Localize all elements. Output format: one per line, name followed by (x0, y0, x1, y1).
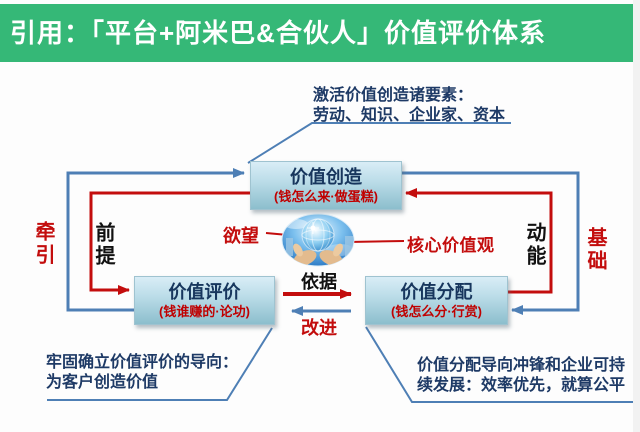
box-value-distribution: 价值分配 (钱怎么分·行赏) (365, 276, 508, 325)
annotation-bottom-right-line2: 续发展：效率优先，就算公平 (417, 377, 626, 394)
box-value-creation-subtitle: (钱怎么来·做蛋糕) (274, 188, 378, 204)
label-premise: 前提 (92, 222, 114, 268)
callout-bottom-left-line (47, 327, 273, 401)
box-value-distribution-subtitle: (钱怎么分·行赏) (391, 303, 482, 319)
label-core-values: 核心价值观 (407, 236, 495, 255)
globe-icon (281, 213, 355, 267)
annotation-top-line1: 激活价值创造诸要素： (313, 87, 474, 104)
box-value-distribution-title: 价值分配 (400, 281, 473, 302)
annotation-bottom-right: 价值分配导向冲锋和企业可持 续发展：效率优先，就算公平 (417, 356, 625, 396)
label-foundation: 基础 (584, 227, 606, 273)
label-improve: 改进 (301, 318, 337, 338)
label-momentum: 动能 (523, 222, 545, 268)
leader-core-values-line (347, 240, 405, 243)
box-value-evaluation-title: 价值评价 (168, 281, 241, 302)
arrow-foundation-blue (400, 171, 580, 315)
box-value-evaluation: 价值评价 (钱谁赚的·论功) (134, 276, 275, 325)
annotation-bottom-right-line1: 价值分配导向冲锋和企业可持 (417, 357, 626, 374)
arrow-premise-red (89, 191, 250, 295)
header-bar: 引用：「平台+阿米巴&合伙人」价值评价体系 (0, 4, 633, 62)
annotation-top-line2: 劳动、知识、企业家、资本 (313, 107, 506, 124)
box-value-evaluation-subtitle: (钱谁赚的·论功) (159, 303, 250, 319)
box-value-creation-title: 价值创造 (290, 166, 362, 187)
annotation-bottom-left-line1: 牢固确立价值评价的导向： (46, 354, 239, 371)
page-title: 引用：「平台+阿米巴&合伙人」价值评价体系 (10, 18, 546, 48)
annotation-bottom-left-line2: 为客户创造价值 (46, 374, 159, 391)
label-basis: 依据 (301, 272, 337, 292)
arrow-traction-blue (66, 168, 245, 312)
callout-bottom-right-line (365, 326, 633, 403)
label-traction: 牵引 (32, 221, 54, 267)
callout-top-line (247, 122, 511, 164)
box-value-creation: 价值创造 (钱怎么来·做蛋糕) (250, 161, 402, 210)
annotation-bottom-left: 牢固确立价值评价的导向： 为客户创造价值 (46, 353, 238, 393)
annotation-top: 激活价值创造诸要素： 劳动、知识、企业家、资本 (313, 86, 505, 126)
label-desire: 欲望 (223, 226, 259, 246)
arrow-momentum-red (405, 188, 553, 294)
